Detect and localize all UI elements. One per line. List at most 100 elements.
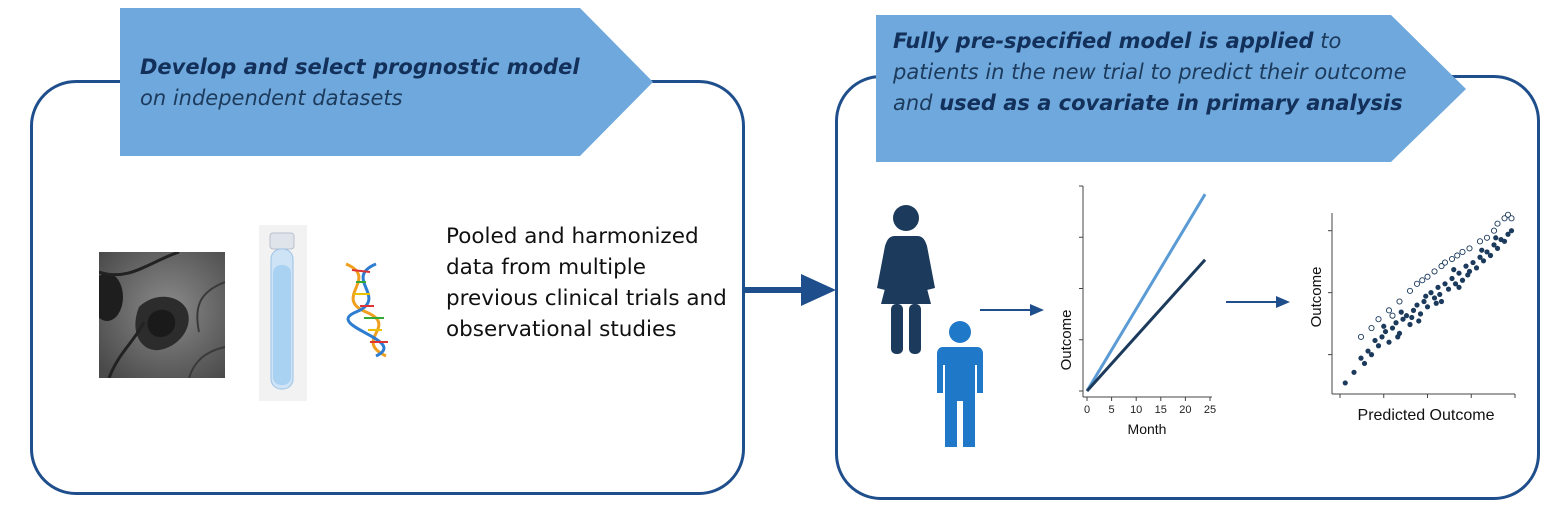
line-chart-x-tick-label: 20: [1179, 404, 1191, 416]
scatter-point-filled: [1456, 270, 1462, 276]
scatter-point-filled: [1501, 238, 1508, 244]
scatter-point-filled: [1342, 380, 1348, 386]
step-connector-arrow: [743, 274, 836, 306]
scatter-point-filled: [1382, 328, 1389, 335]
scatter-point-open: [1448, 255, 1456, 263]
scatter-point-filled: [1477, 254, 1483, 260]
scatter-xlabel: Predicted Outcome: [1358, 407, 1495, 424]
scatter-point-filled: [1459, 277, 1466, 283]
scatter-point-filled: [1470, 259, 1476, 266]
scatter-point-filled: [1414, 302, 1420, 308]
scatter-point-filled: [1479, 247, 1485, 253]
scatter-point-filled: [1428, 290, 1434, 296]
scatter-point-open: [1357, 333, 1365, 340]
right-banner-text: Fully pre-specified model is applied to …: [893, 26, 1433, 119]
scatter-point-filled: [1381, 323, 1387, 329]
scatter-point-filled: [1379, 334, 1385, 340]
scatter-point-filled: [1438, 298, 1445, 305]
predicted-vs-observed-scatter: Outcome Predicted Outcome: [1308, 211, 1516, 424]
scatter-point-filled: [1449, 275, 1455, 282]
retina-scan-image: [99, 252, 225, 378]
scatter-point-filled: [1463, 263, 1469, 269]
scatter-point-filled: [1505, 231, 1511, 237]
line-chart-x-tick-label: 25: [1204, 404, 1216, 416]
scatter-point-open: [1368, 325, 1375, 332]
left-step-banner: [120, 8, 653, 156]
chart-to-scatter-arrow: [1226, 296, 1290, 308]
right-banner-plain-1: to patients in the new trial to predict …: [893, 29, 1407, 115]
line-chart-series-2: [1085, 258, 1207, 393]
scatter-point-filled: [1351, 369, 1357, 375]
scatter-ylabel: Outcome: [1308, 267, 1325, 328]
scatter-point-filled: [1375, 343, 1382, 349]
scatter-point-filled: [1456, 284, 1462, 290]
scatter-point-open: [1494, 220, 1501, 227]
scatter-point-open: [1431, 268, 1438, 275]
scatter-point-open: [1459, 248, 1466, 255]
right-step-banner: [876, 15, 1466, 162]
scatter-point-filled: [1409, 314, 1415, 321]
scatter-point-filled: [1407, 321, 1413, 328]
pooled-data-description: Pooled and harmonized data from multiple…: [446, 224, 727, 342]
scatter-point-filled: [1465, 272, 1471, 278]
scatter-point-filled: [1358, 355, 1364, 361]
scatter-point-filled: [1480, 258, 1487, 264]
right-banner-bold-1: Fully pre-specified model is applied: [893, 29, 1314, 53]
left-banner-title: Develop and select prognostic model on i…: [140, 52, 620, 114]
scatter-point-filled: [1437, 291, 1443, 298]
scatter-point-filled: [1491, 242, 1497, 248]
scatter-point-filled: [1416, 318, 1422, 324]
scatter-point-filled: [1451, 267, 1457, 273]
scatter-point-filled: [1395, 334, 1401, 340]
scatter-point-filled: [1398, 309, 1404, 315]
scatter-point-filled: [1442, 281, 1448, 287]
scatter-point-open: [1466, 245, 1473, 252]
patients-to-chart-arrow: [980, 304, 1044, 316]
scatter-point-open: [1413, 280, 1421, 287]
scatter-point-filled: [1393, 320, 1399, 326]
scatter-point-filled: [1368, 352, 1375, 358]
left-banner-title-bold: Develop and select prognostic model: [140, 55, 580, 79]
line-chart-x-tick-label: 5: [1109, 404, 1115, 416]
scatter-point-open: [1419, 277, 1426, 284]
scatter-point-filled: [1365, 348, 1371, 354]
scatter-point-filled: [1361, 360, 1368, 367]
left-banner-title-rest: on independent datasets: [140, 86, 403, 110]
scatter-point-filled: [1435, 284, 1441, 290]
line-chart-x-tick-label: 15: [1155, 404, 1167, 416]
man-icon: [937, 321, 983, 447]
scatter-point-open: [1438, 263, 1445, 270]
scatter-point-filled: [1423, 293, 1429, 299]
scatter-point-open: [1483, 234, 1491, 241]
scatter-point-open: [1501, 215, 1508, 222]
scatter-point-filled: [1424, 304, 1431, 310]
scatter-point-open: [1406, 287, 1414, 294]
scatter-point-filled: [1417, 311, 1424, 317]
scatter-point-open: [1454, 252, 1461, 259]
scatter-point-filled: [1372, 337, 1378, 344]
scatter-point-filled: [1493, 235, 1499, 241]
scatter-point-open: [1389, 312, 1396, 319]
scatter-point-filled: [1410, 307, 1417, 313]
scatter-point-open: [1504, 211, 1512, 218]
right-banner-bold-2: used as a covariate in primary analysis: [939, 91, 1403, 115]
scatter-point-filled: [1473, 265, 1480, 271]
scatter-point-open: [1508, 215, 1515, 222]
scatter-point-open: [1490, 227, 1498, 234]
woman-icon: [877, 205, 935, 354]
scatter-point-filled: [1508, 228, 1515, 234]
line-chart-x-tick-label: 10: [1130, 404, 1142, 416]
scatter-point-filled: [1431, 295, 1438, 301]
scatter-point-filled: [1445, 286, 1452, 292]
blood-sample-tube-icon: [259, 225, 307, 401]
line-chart-series-1: [1085, 193, 1207, 392]
scatter-point-filled: [1421, 298, 1427, 305]
scatter-point-filled: [1389, 325, 1396, 331]
scatter-point-filled: [1487, 252, 1494, 259]
scatter-point-filled: [1386, 339, 1392, 345]
scatter-point-filled: [1452, 281, 1459, 287]
scatter-point-open: [1441, 259, 1449, 266]
scatter-point-filled: [1484, 249, 1490, 255]
scatter-point-filled: [1400, 316, 1406, 322]
